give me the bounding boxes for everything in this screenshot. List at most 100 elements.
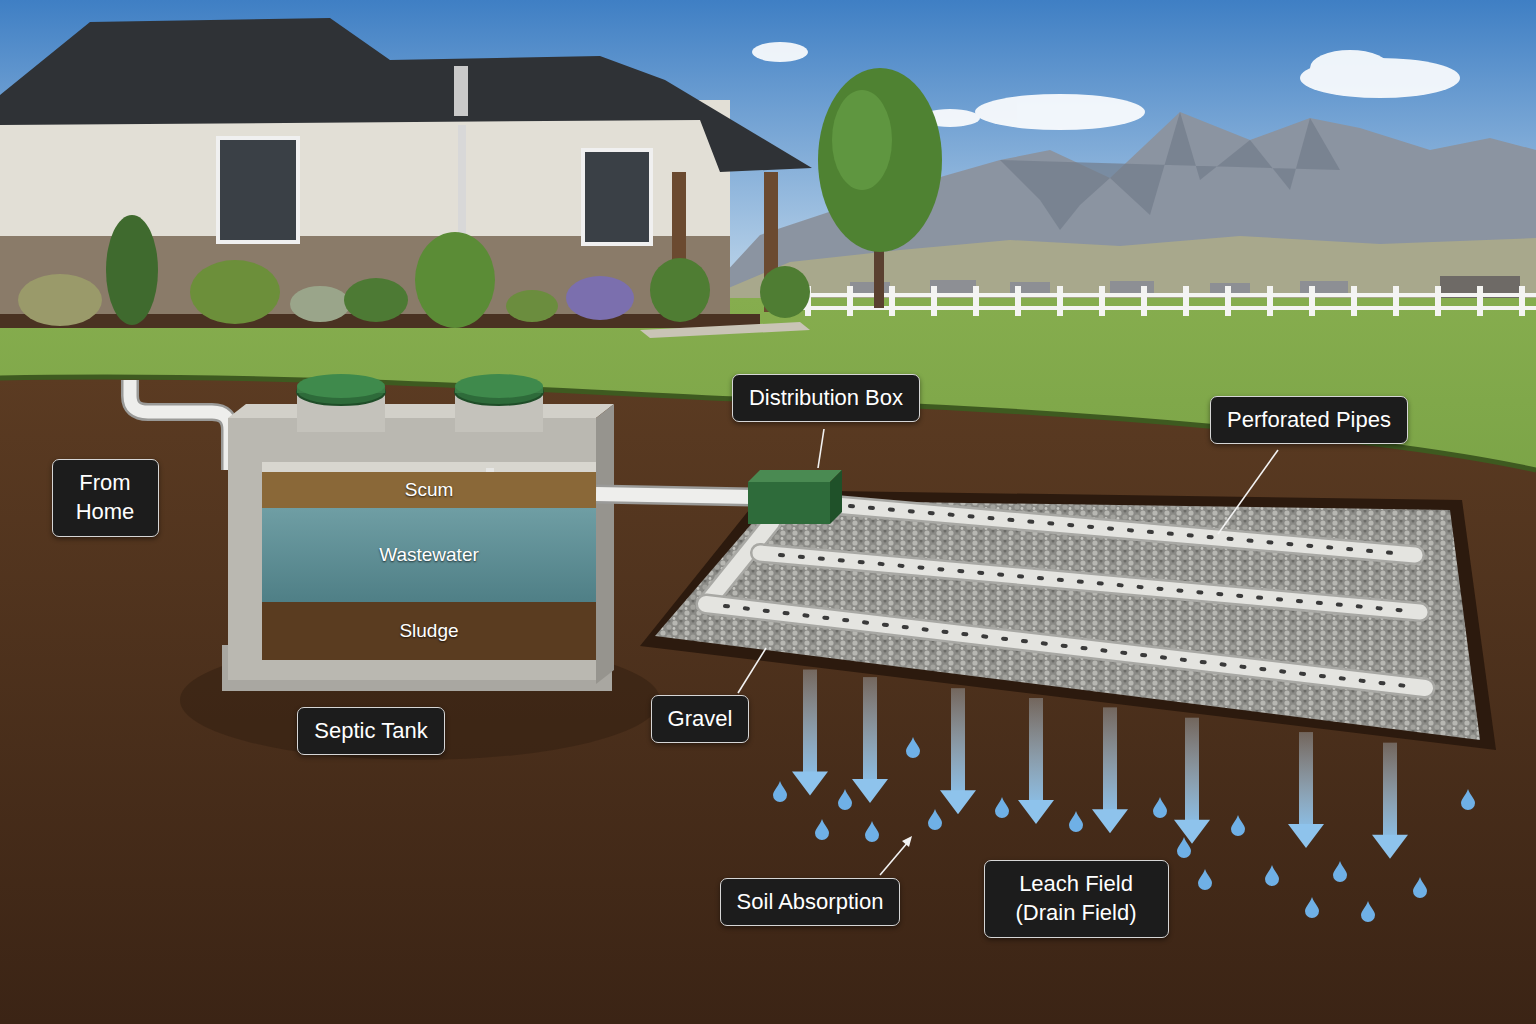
label-text: From Home	[69, 469, 142, 526]
callout-label: From Home	[52, 459, 159, 536]
shrub	[650, 258, 710, 322]
arrow-shaft	[1299, 732, 1313, 826]
leader-line	[818, 429, 824, 468]
arrow-shaft	[863, 677, 877, 781]
fence-post	[973, 286, 979, 316]
water-drop	[1333, 861, 1347, 882]
tank-front	[228, 418, 596, 680]
water-drop	[1153, 797, 1167, 818]
arrow-shaft	[1383, 743, 1397, 837]
fence-post	[1435, 286, 1441, 316]
label-text: Leach Field (Drain Field)	[1001, 870, 1152, 927]
riser-lid	[455, 374, 543, 398]
fence-post	[1309, 286, 1315, 316]
soil-cutaway	[0, 377, 1536, 1024]
distribution-box-shape	[748, 470, 842, 524]
fence	[800, 286, 1536, 316]
fence-post	[931, 286, 937, 316]
arrow-head	[1018, 800, 1054, 824]
arrow-shaft	[1185, 718, 1199, 822]
leader-lines	[738, 429, 1278, 875]
layer-label: Wastewater	[379, 544, 479, 567]
leader-arrowhead	[902, 836, 912, 847]
arrow-head	[1288, 824, 1324, 848]
shrub	[18, 274, 102, 326]
shrub	[190, 260, 280, 324]
fence-post	[1267, 286, 1273, 316]
arrow-head	[1174, 820, 1210, 844]
water-drop	[1461, 789, 1475, 810]
layer-label: Sludge	[399, 620, 458, 643]
perforations	[780, 555, 1410, 611]
house	[0, 18, 812, 338]
tree-crown	[832, 90, 892, 190]
lawn	[0, 298, 1536, 1024]
shrub	[106, 215, 158, 325]
septic-tank-body	[222, 404, 614, 691]
water-drop	[838, 789, 852, 810]
foothills	[700, 236, 1536, 300]
outlet-pipe-shade	[596, 494, 752, 497]
water-drop	[928, 809, 942, 830]
arrow-shaft	[803, 670, 817, 774]
perforations	[850, 506, 1405, 554]
tank-side	[596, 404, 614, 684]
outlet-pipe	[596, 494, 752, 497]
window	[583, 150, 651, 244]
fence-post	[1015, 286, 1021, 316]
dbox-front	[748, 482, 830, 524]
dbox-top	[748, 470, 842, 482]
inlet-pipe	[130, 380, 230, 470]
vent-pipe	[454, 66, 468, 116]
label-text: Soil Absorption	[737, 888, 884, 917]
callout-label: Septic Tank	[297, 707, 444, 756]
label-text: Distribution Box	[749, 384, 903, 413]
absorption-arrows	[792, 670, 1408, 859]
leader-line	[1218, 450, 1278, 534]
label-text: Septic Tank	[314, 717, 427, 746]
arrow-head	[792, 772, 828, 796]
label-text: Perforated Pipes	[1227, 406, 1391, 435]
arrow-head	[940, 790, 976, 814]
layer-label: Scum	[405, 479, 454, 502]
fence-post	[1225, 286, 1231, 316]
water-drop	[1069, 811, 1083, 832]
perforated-pipes	[706, 505, 1425, 688]
fence-post	[1183, 286, 1189, 316]
callout-label: Soil Absorption	[720, 878, 901, 927]
water-drop	[1305, 897, 1319, 918]
shrub	[760, 266, 810, 318]
trench	[640, 490, 1496, 750]
pipe	[760, 553, 1420, 612]
fence-post	[1141, 286, 1147, 316]
water-drop	[1413, 877, 1427, 898]
shrub	[344, 278, 408, 322]
fence-post	[1351, 286, 1357, 316]
fence-post	[1393, 286, 1399, 316]
cloud	[975, 94, 1145, 130]
shrub	[506, 290, 558, 322]
fence-post	[1099, 286, 1105, 316]
water-drop	[995, 797, 1009, 818]
riser-lid	[297, 374, 385, 398]
sludge-layer: Sludge	[262, 602, 596, 660]
mountain-shade	[1000, 112, 1340, 230]
callout-label: Perforated Pipes	[1210, 396, 1408, 445]
water-drop	[815, 819, 829, 840]
water-drop	[1265, 865, 1279, 886]
tank-top	[228, 404, 614, 418]
fence-post	[1477, 286, 1483, 316]
window	[218, 138, 298, 242]
arrow-head	[1372, 835, 1408, 859]
shrubs	[18, 215, 810, 328]
fence-rail	[800, 306, 1536, 310]
fence-post	[1057, 286, 1063, 316]
callout-label: Gravel	[651, 695, 750, 744]
sky	[0, 0, 1536, 330]
risers	[297, 374, 543, 432]
pipe	[835, 505, 1415, 555]
fence-rail	[800, 293, 1536, 297]
roof	[0, 18, 812, 172]
perforations	[725, 606, 1415, 687]
